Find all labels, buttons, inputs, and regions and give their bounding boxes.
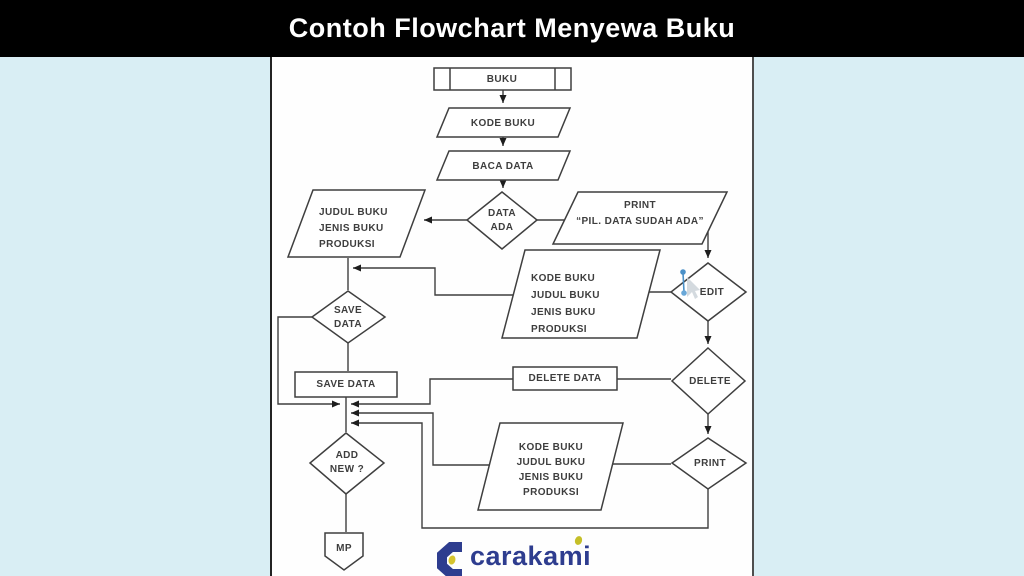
add-new-label: ADD NEW ? <box>329 450 365 475</box>
save-check-label: SAVE DATA <box>333 305 363 330</box>
kode-print-label: KODE BUKU JUDUL BUKU JENIS BUKU PRODUKSI <box>516 442 586 498</box>
buku-label: BUKU <box>486 74 518 85</box>
buku-shape <box>433 67 572 91</box>
data-ada-shape <box>465 191 539 250</box>
cursor-icon <box>687 277 700 299</box>
print-pil-shape <box>551 191 729 245</box>
print-pil-label: PRINT “PIL. DATA SUDAH ADA” <box>576 200 704 227</box>
connector <box>351 409 489 466</box>
add-new-shape <box>308 432 386 495</box>
save-data-label: SAVE DATA <box>316 379 376 390</box>
save-data-shape <box>294 371 398 398</box>
baca-data-shape <box>435 150 572 181</box>
connector <box>353 264 513 296</box>
save-check-shape <box>310 290 387 344</box>
kode-print-shape <box>477 422 624 511</box>
print-label: PRINT <box>694 458 726 469</box>
kode-buku-label: KODE BUKU <box>470 118 536 129</box>
edit-label: EDIT <box>699 287 725 298</box>
delete-label: DELETE <box>689 376 731 387</box>
header-bar: Contoh Flowchart Menyewa Buku <box>0 0 1024 57</box>
kode-buku-shape <box>435 107 572 138</box>
kode-edit-label: KODE BUKU JUDUL BUKU JENIS BUKU PRODUKSI <box>531 273 600 335</box>
connector <box>277 316 340 408</box>
judul-buku-label: JUDUL BUKU JENIS BUKU PRODUKSI <box>319 207 388 250</box>
connectors <box>277 90 712 532</box>
connector-handle-icon <box>680 269 687 296</box>
connector <box>351 419 709 529</box>
delete-shape <box>670 346 747 416</box>
connector <box>351 378 513 408</box>
delete-data-label: DELETE DATA <box>528 373 602 384</box>
print-shape <box>670 437 748 490</box>
page-title: Contoh Flowchart Menyewa Buku <box>288 13 736 43</box>
baca-data-label: BACA DATA <box>472 161 534 172</box>
carakami-logo-icon <box>437 542 462 576</box>
data-ada-label: DATA ADA <box>488 208 516 233</box>
mp-label: MP <box>336 543 352 554</box>
judul-buku-shape <box>286 189 427 258</box>
delete-data-shape <box>512 366 618 391</box>
carakami-logo-text: carakami <box>470 541 592 571</box>
mp-shape <box>324 532 364 571</box>
kode-edit-shape <box>501 249 661 339</box>
